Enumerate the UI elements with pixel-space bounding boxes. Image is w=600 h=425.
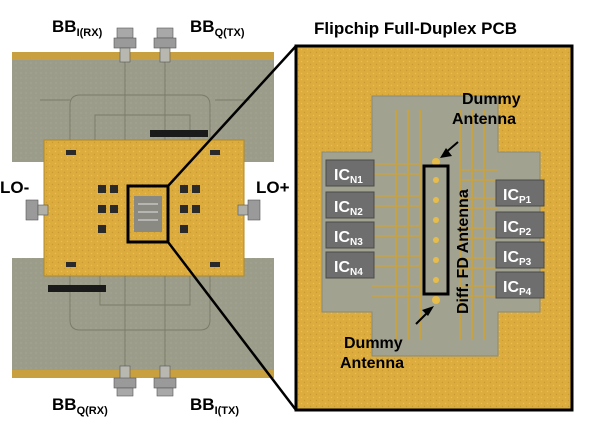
diff-fd-antenna-label: Diff. FD Antenna xyxy=(455,189,472,314)
pcb-board xyxy=(12,52,274,378)
dummy-antenna-bottom-line2: Antenna xyxy=(340,355,404,372)
flipchip-area xyxy=(134,196,162,232)
pin-header-top xyxy=(150,130,208,137)
ic-n4: ICN4 xyxy=(325,251,375,279)
ic-p4: ICP4 xyxy=(495,271,545,299)
svg-text:ICN4: ICN4 xyxy=(334,259,363,278)
ic-n3: ICN3 xyxy=(325,221,375,249)
dummy-bottom-arrow xyxy=(415,306,434,325)
zoom-line-bottom xyxy=(167,241,297,411)
sma-connector-right xyxy=(237,199,261,221)
bb-i-rx-label: BBI(RX) xyxy=(52,17,103,39)
ic-n-group: ICN1 ICN2 ICN3 ICN4 xyxy=(325,159,375,279)
sma-connector-bottom-left xyxy=(113,365,137,397)
ic-n1: ICN1 xyxy=(325,159,375,187)
substrate-region xyxy=(321,95,541,357)
horizontal-traces-right xyxy=(460,169,498,297)
dummy-top-arrow xyxy=(440,141,459,158)
svg-text:ICP4: ICP4 xyxy=(503,279,532,298)
top-traces xyxy=(40,60,250,140)
board-components xyxy=(66,150,220,267)
dummy-antenna-top-line1: Dummy xyxy=(462,91,521,108)
diff-fd-antenna-box xyxy=(422,164,450,296)
svg-text:ICN2: ICN2 xyxy=(334,199,363,218)
svg-text:ICN1: ICN1 xyxy=(334,167,363,186)
antenna-pads xyxy=(432,158,440,304)
svg-text:ICP2: ICP2 xyxy=(503,219,532,238)
vertical-traces xyxy=(395,110,485,340)
dummy-antenna-top-line2: Antenna xyxy=(452,111,516,128)
bb-q-rx-label: BBQ(RX) xyxy=(52,395,108,417)
ic-p2: ICP2 xyxy=(495,211,545,239)
bottom-ground-plane xyxy=(12,258,274,378)
sma-connector-top-right xyxy=(153,27,177,63)
zoom-highlight-box xyxy=(126,184,170,244)
lo-plus-label: LO+ xyxy=(256,178,290,197)
dummy-antenna-bottom-line1: Dummy xyxy=(344,335,403,352)
zoom-panel: Diff. FD Antenna Dummy Antenna Dummy Ant… xyxy=(294,44,574,412)
svg-text:ICP3: ICP3 xyxy=(503,249,532,268)
bb-q-tx-label: BBQ(TX) xyxy=(190,17,245,39)
bottom-edge-strip xyxy=(12,370,274,378)
sma-connector-left xyxy=(25,199,49,221)
figure-title: Flipchip Full-Duplex PCB xyxy=(314,19,517,38)
zoom-line-top xyxy=(167,45,297,187)
top-edge-strip xyxy=(12,52,274,60)
ic-p3: ICP3 xyxy=(495,241,545,269)
flipchip-lines xyxy=(138,203,158,221)
ic-p1: ICP1 xyxy=(495,179,545,207)
horizontal-traces-left xyxy=(372,163,420,297)
svg-text:ICP1: ICP1 xyxy=(503,187,532,206)
sma-connector-bottom-right xyxy=(153,365,177,397)
bb-i-tx-label: BBI(TX) xyxy=(190,395,239,417)
svg-text:ICN3: ICN3 xyxy=(334,229,363,248)
lo-minus-label: LO- xyxy=(0,178,29,197)
ic-p-group: ICP1 ICP2 ICP3 ICP4 xyxy=(495,179,545,299)
pin-header-bottom xyxy=(48,285,106,292)
ic-n2: ICN2 xyxy=(325,191,375,219)
sma-connector-top-left xyxy=(113,27,137,63)
